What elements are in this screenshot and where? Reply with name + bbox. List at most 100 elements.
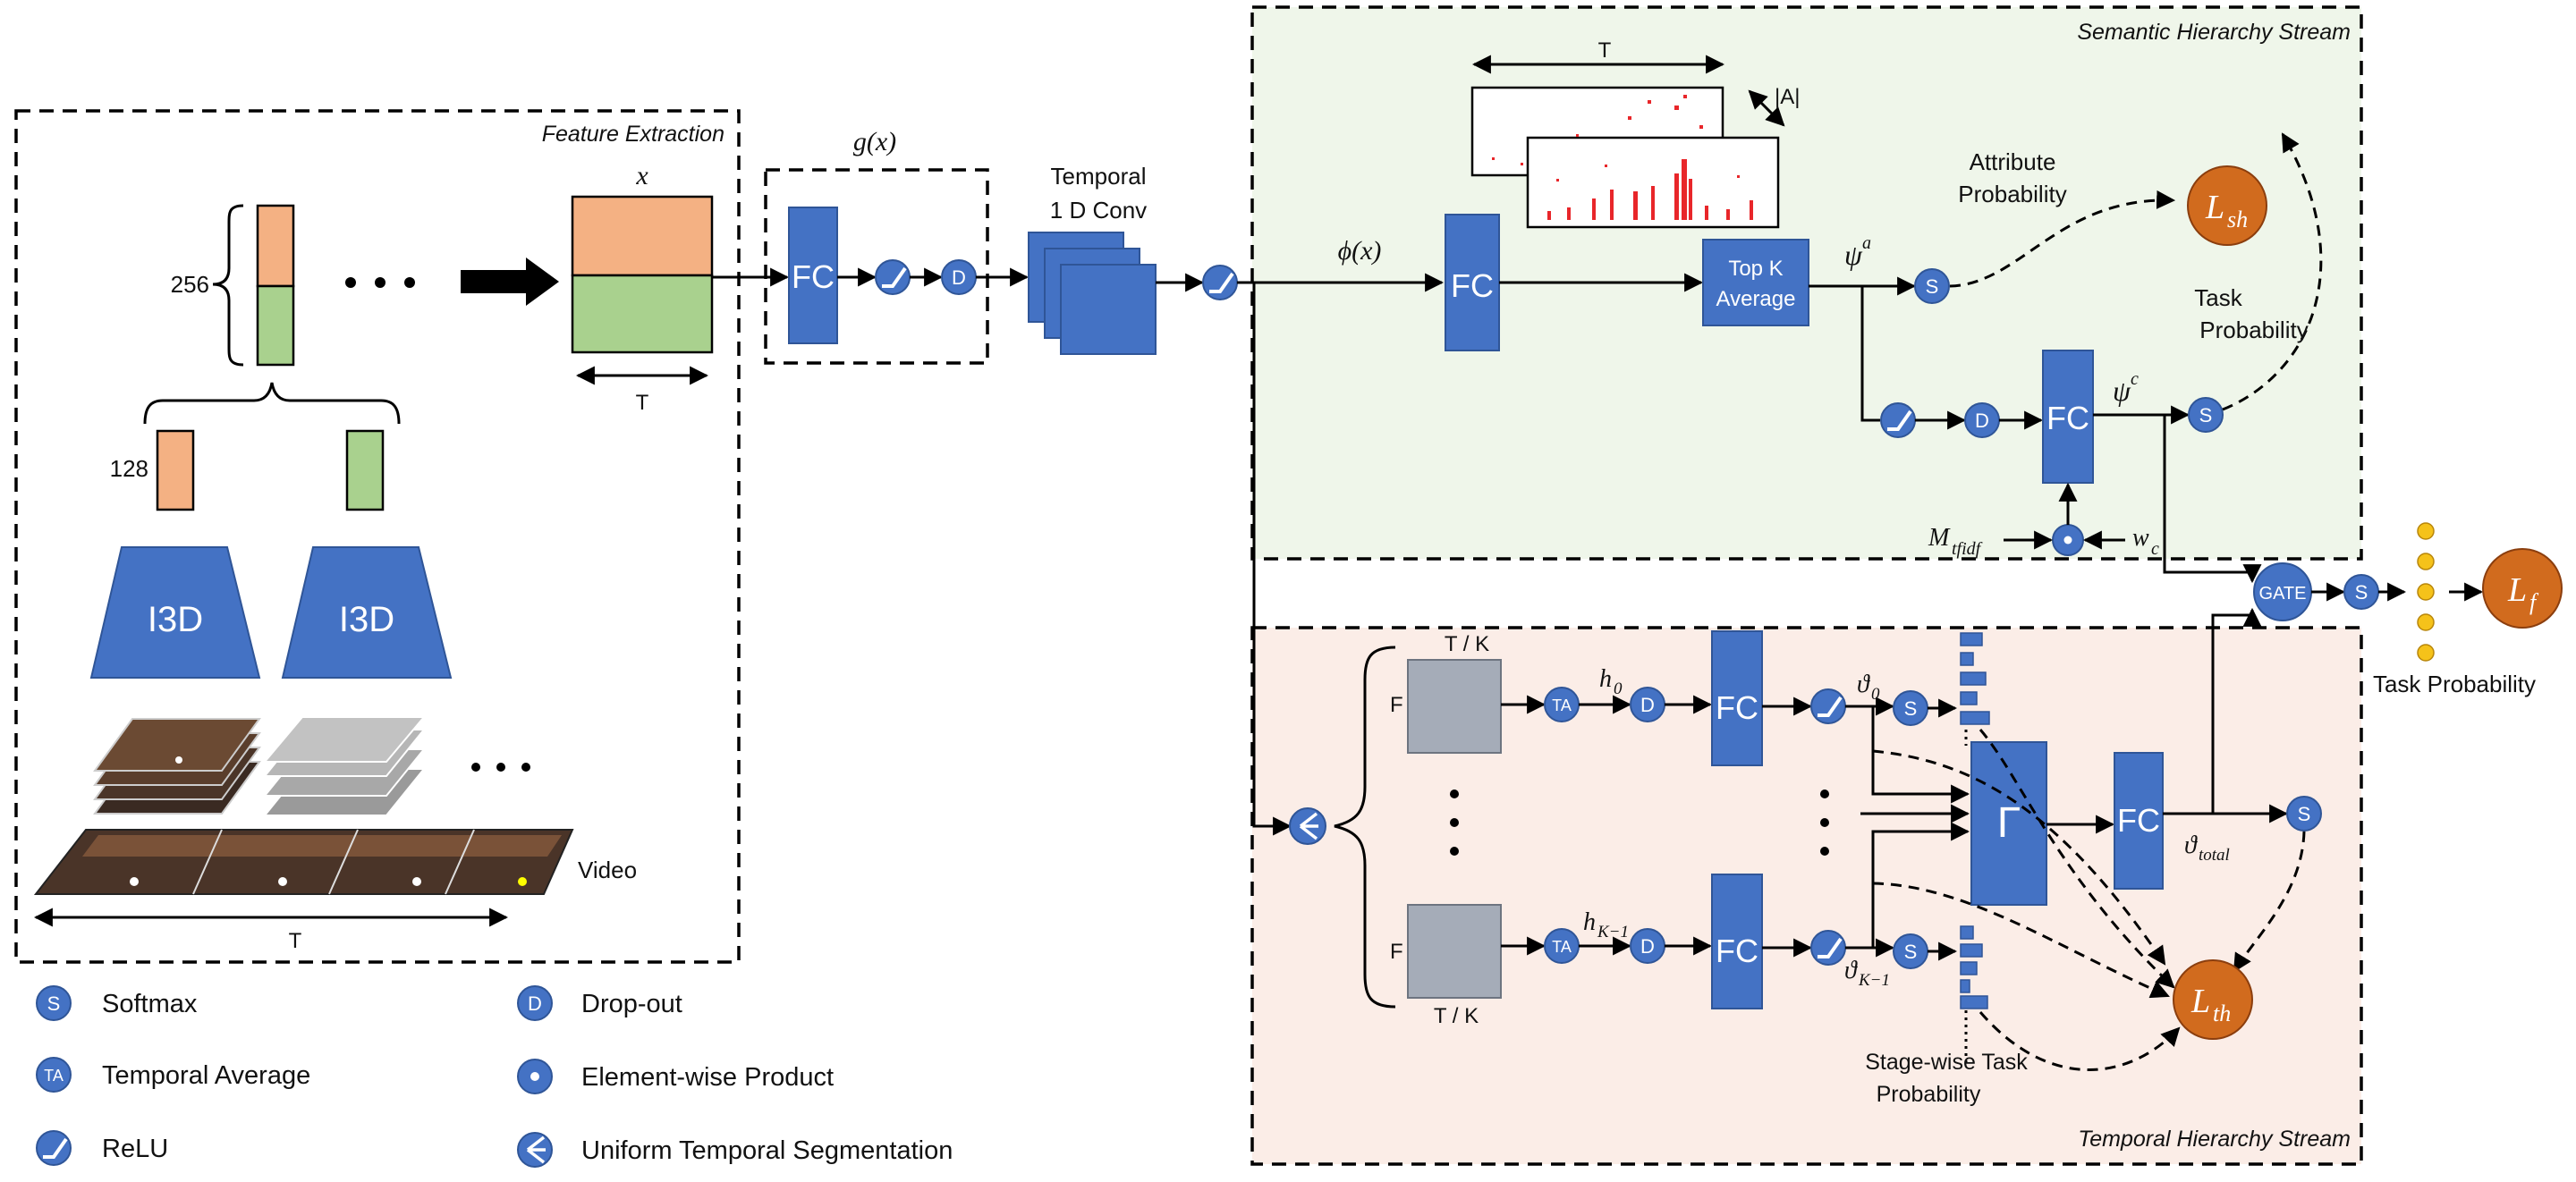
conv-relu-icon	[1202, 265, 1238, 300]
final-loss-label: L	[2507, 571, 2527, 609]
gate-task-probability-label: Task Probability	[2373, 671, 2536, 697]
heatmap-t-label: T	[1598, 38, 1612, 63]
theta-total-label: ϑ	[2184, 832, 2198, 859]
tk-top-label: T / K	[1445, 632, 1489, 656]
temporal-stream-title: Temporal Hierarchy Stream	[2078, 1127, 2351, 1152]
rgb-feature-bar	[156, 429, 195, 511]
relu-top-icon	[1810, 688, 1846, 724]
h0-label: h	[1599, 665, 1612, 693]
ellipsis-vertical-segments	[1450, 789, 1829, 856]
m-tfidf-label: M	[1928, 524, 1951, 552]
dropout-top-label: D	[1640, 694, 1655, 716]
temporal-fc-total-block	[2114, 752, 2164, 890]
softmax-a-to-lsh	[1949, 190, 2176, 288]
rgb-frame-stack	[93, 718, 261, 815]
final-loss-node	[2482, 548, 2563, 629]
semantic-dropout-label: D	[1975, 409, 1989, 432]
legend-segmentation-label: Uniform Temporal Segmentation	[581, 1136, 953, 1165]
feature-extraction-frame	[14, 109, 741, 964]
semantic-stream-title: Semantic Hierarchy Stream	[2077, 20, 2351, 45]
attr-prob-label-1: Attribute	[1970, 148, 2056, 175]
trunk-to-temporal-stream	[1252, 283, 1292, 836]
bars-bottom-to-lth-dashed	[1979, 1011, 2181, 1071]
softmax-a-icon	[1914, 268, 1950, 304]
ta-bottom-label: TA	[1552, 938, 1572, 956]
heatmap-a-label: |A|	[1775, 85, 1800, 109]
hk-subscript: K−1	[1597, 923, 1629, 941]
dropout-bottom-label: D	[1640, 935, 1655, 958]
psi-c-superscript: c	[2131, 369, 2139, 389]
thetak-to-lth-dashed	[1872, 882, 2170, 999]
legend-dropout-icon-text: D	[528, 992, 542, 1015]
f-top-label: F	[1390, 693, 1403, 717]
w-c-label: w	[2132, 524, 2149, 552]
ellipsis-dots-features	[345, 277, 415, 288]
i3d-rgb-block	[89, 546, 261, 679]
psi-c-to-gate	[2163, 415, 2262, 584]
temporal-fc-top-block	[1711, 630, 1763, 766]
legend-softmax-icon-text: S	[47, 992, 61, 1015]
temporal-conv-layer-3	[1060, 264, 1157, 355]
dim-256-label: 256	[171, 271, 209, 298]
task-prob-label-2: Probability	[2199, 317, 2308, 343]
hk-label: h	[1583, 908, 1596, 936]
gx-fc-label: FC	[792, 258, 835, 295]
softmax-top-label: S	[1904, 697, 1918, 720]
x-map-green	[571, 274, 714, 354]
theta-total-subscript: total	[2199, 846, 2230, 865]
segment-bottom-block	[1407, 904, 1502, 999]
topk-label-1: Top K	[1728, 257, 1783, 281]
psi-a-to-relu-branch	[1860, 286, 1880, 422]
softmax-c-to-lsh	[2222, 132, 2323, 411]
gate-label: GATE	[2259, 584, 2307, 604]
phi-label: ϕ(x)	[1338, 236, 1382, 266]
final-loss-subscript: f	[2529, 589, 2539, 615]
temporal-stream-frame	[1250, 626, 2363, 1166]
semantic-loss-label: L	[2205, 189, 2224, 226]
gx-fc-block	[788, 207, 838, 344]
tk-bottom-label: T / K	[1434, 1004, 1479, 1028]
x-label: x	[635, 161, 648, 190]
psi-c-label: ψ	[2113, 375, 2131, 407]
semantic-task-fc-label: FC	[2046, 400, 2089, 436]
segment-brace	[1334, 646, 1396, 1009]
thetak-label: ϑ	[1844, 957, 1858, 984]
f-bottom-label: F	[1390, 940, 1403, 964]
feature-brace-256	[212, 204, 244, 367]
semantic-loss-node	[2187, 165, 2267, 246]
task-prob-label-1: Task	[2194, 284, 2242, 311]
gx-label: g(x)	[853, 127, 896, 156]
theta0-label: ϑ	[1857, 671, 1870, 698]
heatmap-a-arrow	[1748, 89, 1785, 127]
thetak-subscript: K−1	[1858, 971, 1890, 990]
legend-dropout-label: Drop-out	[581, 990, 682, 1018]
temporal-fc-bottom-label: FC	[1716, 933, 1758, 969]
stage-wise-prob-label-1: Stage-wise Task	[1865, 1050, 2028, 1075]
stage-wise-prob-label-2: Probability	[1877, 1082, 1981, 1107]
video-strip	[33, 829, 574, 895]
w-c-subscript: c	[2151, 539, 2159, 559]
ellipsis-dots-frames	[471, 763, 530, 772]
heatmap-red-activations	[1492, 95, 1753, 220]
semantic-relu-icon	[1880, 402, 1916, 438]
i3d-rgb-label: I3D	[148, 600, 203, 639]
softmax-total-label: S	[2298, 803, 2311, 825]
softmax-c-label: S	[2199, 404, 2213, 426]
bars-top-to-lth-dashed	[1979, 729, 2175, 989]
feature-extraction-title: Feature Extraction	[542, 122, 724, 147]
theta-total-to-gate	[2211, 607, 2262, 814]
gate-softmax-label: S	[2355, 581, 2368, 604]
video-t-label: T	[289, 929, 302, 953]
big-arrow-icon	[461, 258, 559, 306]
temporal-fc-top-label: FC	[1716, 689, 1758, 726]
temporal-conv-label-2: 1 D Conv	[1050, 197, 1147, 224]
feature-brace-128	[143, 382, 401, 425]
temporal-loss-subscript: th	[2213, 1000, 2231, 1026]
topk-label-2: Average	[1716, 287, 1796, 311]
x-map-orange	[571, 195, 714, 277]
semantic-loss-subscript: sh	[2227, 207, 2248, 232]
legend-softmax-label: Softmax	[102, 990, 198, 1018]
feature-bar-orange	[256, 204, 295, 288]
gx-frame	[764, 168, 989, 365]
softmax-total-to-lth-dashed	[2233, 831, 2306, 973]
